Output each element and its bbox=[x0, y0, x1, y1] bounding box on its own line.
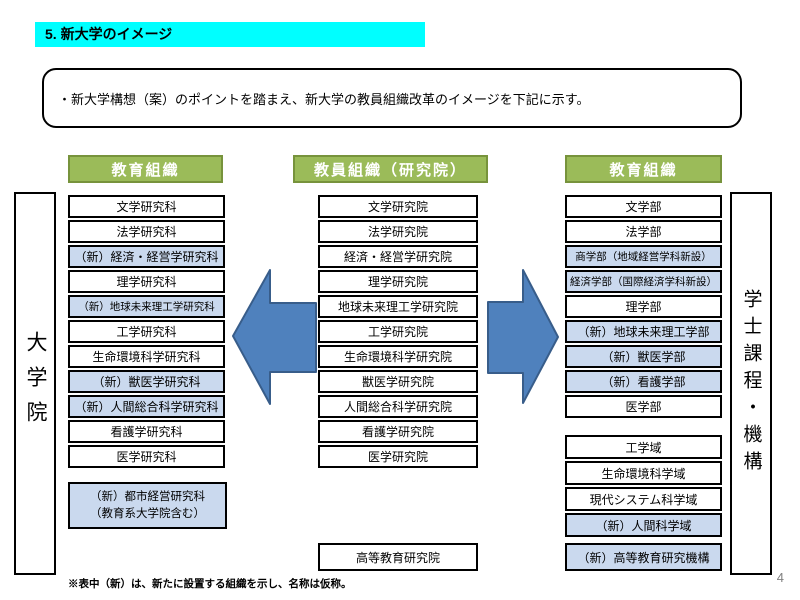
header-faculty-org: 教員組織（研究院） bbox=[293, 155, 488, 183]
org-box: 人間総合科学研究院 bbox=[318, 395, 478, 418]
org-box: （新）地球未来理工学研究科 bbox=[68, 295, 225, 318]
org-box: 工学研究科 bbox=[68, 320, 225, 343]
org-box: 理学研究院 bbox=[318, 270, 478, 293]
org-box: （新）人間総合科学研究科 bbox=[68, 395, 225, 418]
org-box: 文学部 bbox=[565, 195, 722, 218]
page-title: 5. 新大学のイメージ bbox=[35, 22, 425, 47]
org-box: 現代システム科学域 bbox=[565, 487, 722, 511]
org-box: 文学研究科 bbox=[68, 195, 225, 218]
header-education-org-left: 教育組織 bbox=[68, 155, 223, 183]
org-box: 文学研究院 bbox=[318, 195, 478, 218]
org-box-line1: （新）都市経営研究科 bbox=[90, 491, 205, 504]
org-box-line2: （教育系大学院含む） bbox=[90, 507, 205, 520]
org-box: 看護学研究院 bbox=[318, 420, 478, 443]
org-box: 生命環境科学研究科 bbox=[68, 345, 225, 368]
org-box: （新）獣医学研究科 bbox=[68, 370, 225, 393]
org-box: 理学研究科 bbox=[68, 270, 225, 293]
org-box: 看護学研究科 bbox=[68, 420, 225, 443]
org-box-higher-education-org: （新）高等教育研究機構 bbox=[565, 543, 722, 571]
org-box: （新）獣医学部 bbox=[565, 345, 722, 368]
org-box: （新）経済・経営学研究科 bbox=[68, 245, 225, 268]
org-box: 地球未来理工学研究院 bbox=[318, 295, 478, 318]
faculty-org-list: 文学研究院 法学研究院 経済・経営学研究院 理学研究院 地球未来理工学研究院 工… bbox=[318, 195, 478, 468]
footnote: ※表中（新）は、新たに設置する組織を示し、名称は仮称。 bbox=[68, 578, 352, 590]
org-box: 商学部（地域経営学科新設） bbox=[565, 245, 722, 268]
org-box-urban-management: （新）都市経営研究科 （教育系大学院含む） bbox=[68, 482, 227, 529]
org-box: 生命環境科学域 bbox=[565, 461, 722, 485]
org-box: 医学研究科 bbox=[68, 445, 225, 468]
org-box: 獣医学研究院 bbox=[318, 370, 478, 393]
graduate-school-list: 文学研究科 法学研究科 （新）経済・経営学研究科 理学研究科 （新）地球未来理工… bbox=[68, 195, 225, 468]
intro-box: ・新大学構想（案）のポイントを踏まえ、新大学の教員組織改革のイメージを下記に示す… bbox=[42, 68, 742, 128]
org-box-higher-education-institute: 高等教育研究院 bbox=[318, 543, 478, 571]
org-box: 医学部 bbox=[565, 395, 722, 418]
org-box: 生命環境科学研究院 bbox=[318, 345, 478, 368]
undergraduate-domain-list: 工学域 生命環境科学域 現代システム科学域 （新）人間科学域 bbox=[565, 435, 722, 537]
org-box: 法学研究院 bbox=[318, 220, 478, 243]
org-box: 法学研究科 bbox=[68, 220, 225, 243]
undergraduate-faculty-list: 文学部 法学部 商学部（地域経営学科新設） 経済学部（国際経済学科新設） 理学部… bbox=[565, 195, 722, 418]
org-box: 理学部 bbox=[565, 295, 722, 318]
org-box: 工学研究院 bbox=[318, 320, 478, 343]
left-arrow-icon bbox=[232, 269, 317, 405]
org-box: 法学部 bbox=[565, 220, 722, 243]
org-box: （新）看護学部 bbox=[565, 370, 722, 393]
org-box: 工学域 bbox=[565, 435, 722, 459]
graduate-school-label: 大学院 bbox=[24, 331, 47, 436]
org-box: （新）人間科学域 bbox=[565, 513, 722, 537]
page-number: 4 bbox=[776, 570, 784, 585]
org-box: 医学研究院 bbox=[318, 445, 478, 468]
undergraduate-side-box: 学士課程・機構 bbox=[730, 192, 772, 575]
graduate-school-side-box: 大学院 bbox=[14, 192, 56, 575]
org-box: 経済・経営学研究院 bbox=[318, 245, 478, 268]
undergraduate-label: 学士課程・機構 bbox=[740, 289, 762, 478]
intro-text: ・新大学構想（案）のポイントを踏まえ、新大学の教員組織改革のイメージを下記に示す… bbox=[58, 91, 590, 107]
right-arrow-icon bbox=[487, 269, 559, 404]
org-box: （新）地球未来理工学部 bbox=[565, 320, 722, 343]
org-box: 経済学部（国際経済学科新設） bbox=[565, 270, 722, 293]
header-education-org-right: 教育組織 bbox=[565, 155, 722, 183]
